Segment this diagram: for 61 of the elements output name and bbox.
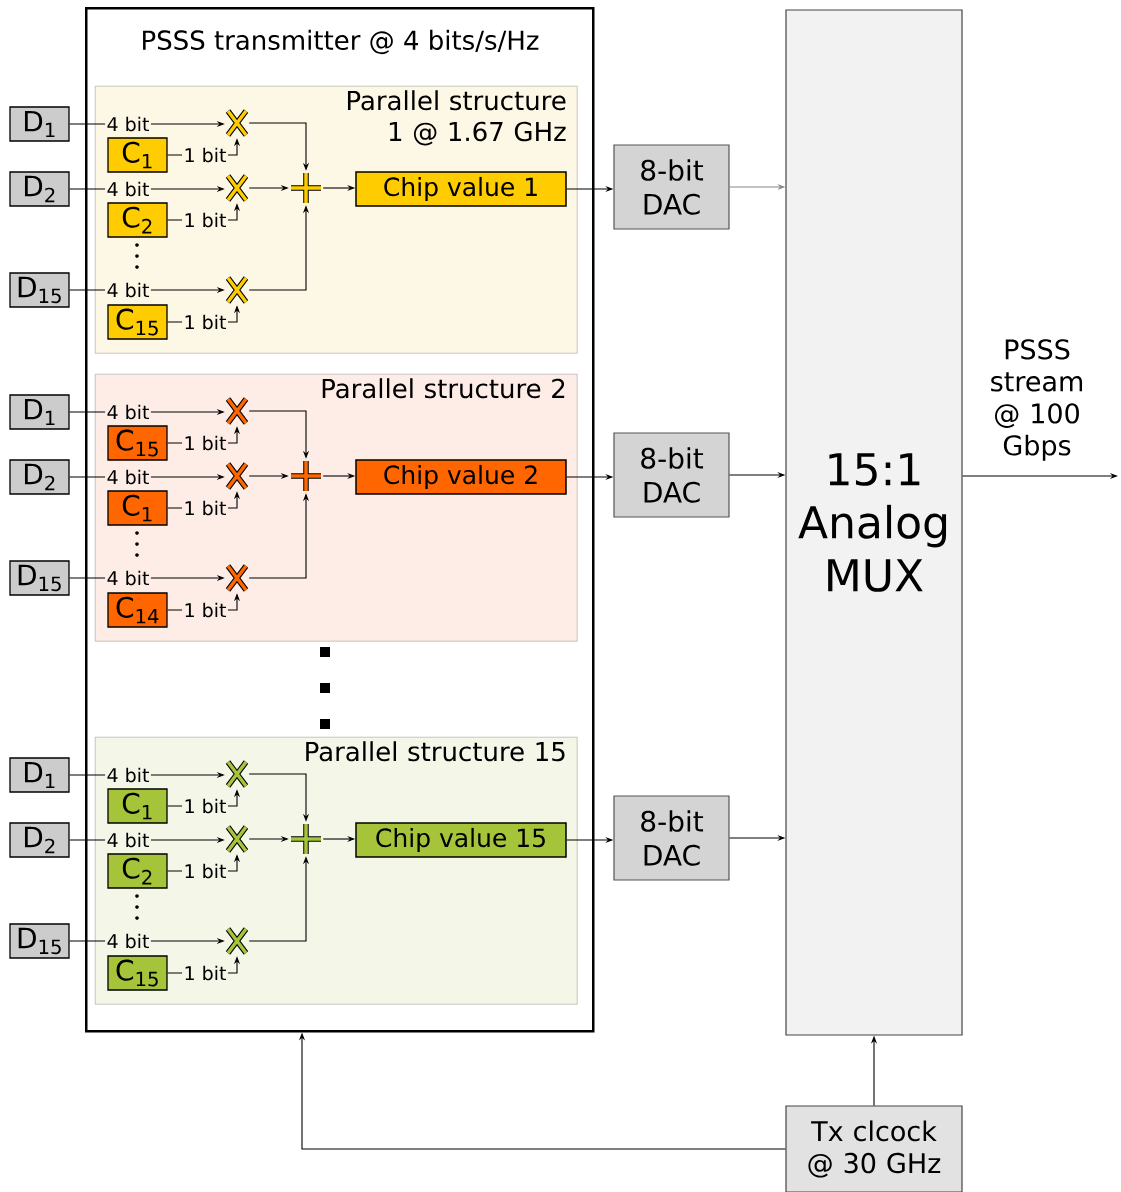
data-box: D$_{15}$ <box>9 560 70 596</box>
multiplier-symbol <box>225 275 249 305</box>
clock-box: Tx clcock @ 30 GHz <box>785 1105 963 1192</box>
code-box: C$_{1}$ <box>107 490 168 526</box>
adder-symbol <box>288 458 324 494</box>
mux-box: 15:1 Analog MUX <box>785 9 963 1036</box>
edge-label: 1 bit <box>182 862 228 880</box>
data-box: D$_{15}$ <box>9 272 70 308</box>
edge-label: 1 bit <box>182 964 228 982</box>
edge-label: 1 bit <box>182 211 228 229</box>
code-box: C$_{1}$ <box>107 137 168 173</box>
edge-label: PSSS stream @ 100 Gbps <box>971 338 1103 462</box>
edge-label: 4 bit <box>105 403 151 421</box>
data-box: D$_{2}$ <box>9 171 70 207</box>
adder-symbol <box>288 170 324 206</box>
edge-label: 1 bit <box>182 313 228 331</box>
edge-label: 4 bit <box>105 115 151 133</box>
multiplier-symbol <box>225 824 249 854</box>
edge-label: 1 bit <box>182 797 228 815</box>
code-box: C$_{15}$ <box>107 304 168 340</box>
code-box: C$_{15}$ <box>107 425 168 461</box>
dac-box: 8-bit DAC <box>613 144 730 230</box>
edge-label: 4 bit <box>105 468 151 486</box>
multiplier-symbol <box>225 173 249 203</box>
panel-heading: Parallel structure 1 @ 1.67 GHz <box>347 90 566 146</box>
dac-box: 8-bit DAC <box>613 795 730 881</box>
edge-label: 4 bit <box>105 766 151 784</box>
code-box: C$_{14}$ <box>107 592 168 628</box>
edge-label: 4 bit <box>105 180 151 198</box>
edge-label: 1 bit <box>182 146 228 164</box>
data-box: D$_{1}$ <box>9 106 70 142</box>
data-box: D$_{2}$ <box>9 822 70 858</box>
edge-label: 4 bit <box>105 281 151 299</box>
multiplier-symbol <box>225 759 249 789</box>
chip-value-box: Chip value 1 <box>355 171 567 207</box>
panel-heading: Parallel structure 15 <box>306 741 565 762</box>
data-box: D$_{15}$ <box>9 923 70 959</box>
data-box: D$_{1}$ <box>9 394 70 430</box>
code-box: C$_{2}$ <box>107 853 168 889</box>
data-box: D$_{2}$ <box>9 459 70 495</box>
multiplier-symbol <box>225 108 249 138</box>
data-box: D$_{1}$ <box>9 757 70 793</box>
code-box: C$_{15}$ <box>107 955 168 991</box>
dac-box: 8-bit DAC <box>613 432 730 518</box>
panel-heading: Parallel structure 2 <box>322 378 565 399</box>
chip-value-box: Chip value 2 <box>355 459 567 495</box>
multiplier-symbol <box>225 396 249 426</box>
adder-symbol <box>288 821 324 857</box>
code-box: C$_{1}$ <box>107 788 168 824</box>
multiplier-symbol <box>225 461 249 491</box>
edge-label: 1 bit <box>182 499 228 517</box>
box-title: PSSS transmitter @ 4 bits/s/Hz <box>143 29 539 55</box>
multiplier-symbol <box>225 563 249 593</box>
code-box: C$_{2}$ <box>107 202 168 238</box>
chip-value-box: Chip value 15 <box>355 822 567 858</box>
edge-label: 4 bit <box>105 569 151 587</box>
edge-label: 1 bit <box>182 601 228 619</box>
edge-label: 1 bit <box>182 434 228 452</box>
edge-label: 4 bit <box>105 932 151 950</box>
multiplier-symbol <box>225 926 249 956</box>
edge-label: 4 bit <box>105 831 151 849</box>
